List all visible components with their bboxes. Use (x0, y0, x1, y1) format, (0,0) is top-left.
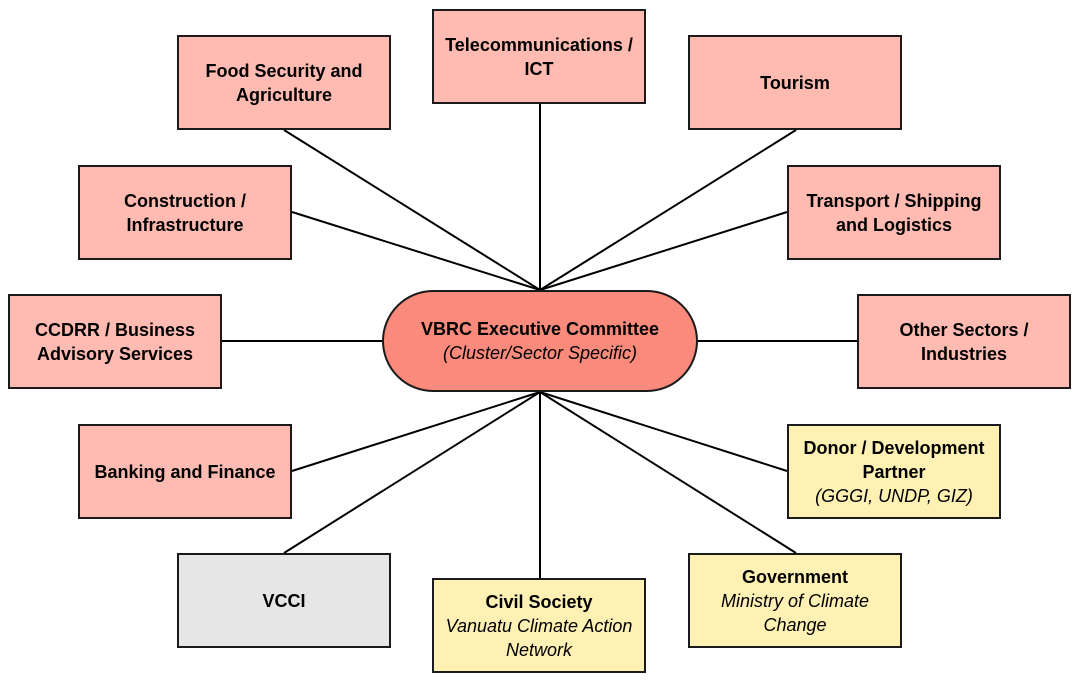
center-title: VBRC Executive Committee (420, 319, 660, 339)
node-title: Telecommunications / ICT (445, 34, 633, 79)
connector-food (283, 129, 541, 291)
center-subtitle: (Cluster/Sector Specific) (442, 343, 638, 363)
node-food-security: Food Security and Agriculture (177, 35, 391, 130)
node-subtitle: Ministry of Climate Change (720, 590, 870, 635)
node-subtitle: Vanuatu Climate Action Network (445, 615, 633, 660)
node-title: Construction / Infrastructure (124, 190, 246, 235)
connector-government (539, 391, 797, 554)
node-other-sectors: Other Sectors / Industries (857, 294, 1071, 389)
node-vcci: VCCI (177, 553, 391, 648)
node-title: VCCI (262, 590, 306, 611)
connector-construction (291, 211, 541, 291)
node-title: Food Security and Agriculture (205, 60, 363, 105)
node-tourism: Tourism (688, 35, 902, 130)
node-transport: Transport / Shipping and Logistics (787, 165, 1001, 260)
node-banking: Banking and Finance (78, 424, 292, 519)
node-government: Government Ministry of Climate Change (688, 553, 902, 648)
node-title: Other Sectors / Industries (899, 319, 1029, 364)
connector-banking (291, 391, 541, 472)
node-telecommunications: Telecommunications / ICT (432, 9, 646, 104)
node-title: Banking and Finance (94, 461, 276, 482)
node-title: Transport / Shipping and Logistics (806, 190, 982, 235)
node-ccdrr: CCDRR / Business Advisory Services (8, 294, 222, 389)
node-title: Tourism (760, 72, 830, 93)
node-construction: Construction / Infrastructure (78, 165, 292, 260)
node-civil-society: Civil Society Vanuatu Climate Action Net… (432, 578, 646, 673)
connector-vcci (283, 391, 541, 554)
node-donor: Donor / Development Partner (GGGI, UNDP,… (787, 424, 1001, 519)
node-title: Government (741, 566, 849, 587)
connector-tourism (539, 129, 797, 291)
node-title: Donor / Development Partner (803, 437, 985, 482)
node-title: Civil Society (485, 591, 593, 612)
node-subtitle: (GGGI, UNDP, GIZ) (815, 485, 973, 506)
node-title: CCDRR / Business Advisory Services (34, 319, 196, 364)
connector-transport (539, 211, 788, 291)
connector-donor (539, 391, 788, 472)
node-vbrc-executive-committee: VBRC Executive Committee (Cluster/Sector… (382, 290, 698, 392)
